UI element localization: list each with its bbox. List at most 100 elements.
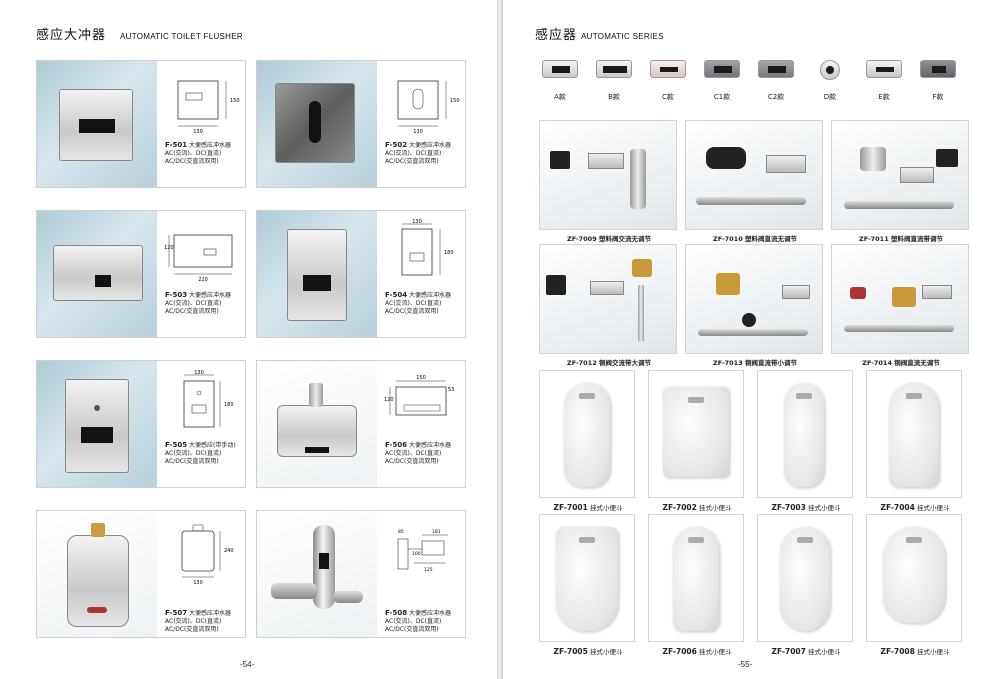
product-photo: [257, 211, 377, 337]
variant-label: B款: [608, 93, 620, 101]
svg-text:53: 53: [448, 387, 454, 393]
kit-desc: 铜阀交流带大调节: [599, 359, 651, 367]
left-page: 感应大冲器 AUTOMATIC TOILET FLUSHER 130 150 F…: [0, 0, 497, 679]
kit-desc: 铜阀直流无调节: [894, 359, 940, 367]
product-code: F-508: [385, 609, 408, 617]
product-card-f504[interactable]: 130 180 F-504 大便感应冲水器 AC(交流)、DC(直流) AC/D…: [256, 210, 466, 338]
product-card-f502[interactable]: 130 150 F-502 大便感应冲水器 AC(交流)、DC(直流) AC/D…: [256, 60, 466, 188]
left-title-zh: 感应大冲器: [36, 28, 107, 43]
variant-b[interactable]: B款: [593, 60, 635, 102]
sensor-plate: [758, 60, 794, 78]
urinal-7004[interactable]: ZF-7004 挂式小便斗: [866, 370, 962, 512]
product-name: 大便感应冲水器: [409, 442, 452, 449]
product-name: 大便感应冲水器: [409, 610, 452, 617]
urinal-code: ZF-7005: [553, 647, 588, 656]
urinal-7003[interactable]: ZF-7003 挂式小便斗: [757, 370, 853, 512]
sensor-plate: [596, 60, 632, 78]
urinal-7001[interactable]: ZF-7001 挂式小便斗: [539, 370, 635, 512]
urinal-desc: 挂式小便斗: [807, 648, 841, 656]
product-spec: AC/DC(交直流双用): [385, 458, 439, 465]
svg-text:100: 100: [412, 551, 421, 557]
product-photo: [37, 61, 157, 187]
svg-text:150: 150: [450, 98, 460, 104]
urinal-photo: [883, 527, 945, 623]
sensor-kit-7012[interactable]: ZF-7012 铜阀交流带大调节: [539, 244, 677, 367]
urinal-7002[interactable]: ZF-7002 挂式小便斗: [648, 370, 744, 512]
variant-c2[interactable]: C2款: [755, 60, 797, 102]
sensor-kit-7013[interactable]: ZF-7013 铜阀直流带小调节: [685, 244, 823, 367]
kit-photo: [686, 245, 822, 353]
urinal-desc: 挂式小便斗: [589, 504, 623, 512]
book-gutter: [497, 0, 503, 679]
product-spec: AC(交流)、DC(直流): [165, 618, 222, 625]
svg-text:220: 220: [198, 277, 208, 283]
product-spec: AC(交流)、DC(直流): [385, 150, 442, 157]
urinal-code: ZF-7006: [662, 647, 697, 656]
product-spec: AC(交流)、DC(直流): [165, 300, 222, 307]
variant-e[interactable]: E款: [863, 60, 905, 102]
sensor-kit-7011[interactable]: ZF-7011 塑料阀直流带调节: [831, 120, 969, 243]
svg-text:130: 130: [413, 129, 423, 135]
variant-a[interactable]: A款: [539, 60, 581, 102]
urinal-photo: [663, 387, 729, 477]
dimension-drawing: 130 240: [181, 524, 234, 585]
urinal-7006[interactable]: ZF-7006 挂式小便斗: [648, 514, 744, 656]
urinal-code: ZF-7002: [662, 503, 697, 512]
product-photo: [257, 511, 377, 637]
variant-c[interactable]: C款: [647, 60, 689, 102]
sensor-variants: A款 B款 C款 C1款 C2款 D款 E款 F款: [539, 60, 969, 112]
variant-label: F款: [932, 93, 944, 101]
left-title-en: AUTOMATIC TOILET FLUSHER: [120, 32, 243, 41]
product-name: 大便感应冲水器: [409, 292, 452, 299]
product-card-f505[interactable]: 130 180 F-505 大便感应(带手动) AC(交流)、DC(直流) AC…: [36, 360, 246, 488]
svg-text:120: 120: [384, 397, 394, 403]
product-spec: AC(交流)、DC(直流): [165, 150, 222, 157]
kit-code: ZF-7010: [712, 235, 743, 243]
product-photo: [37, 361, 157, 487]
kit-photo: [832, 245, 968, 353]
svg-text:130: 130: [194, 370, 204, 376]
product-card-f508[interactable]: 85 181 100 125 F-508 大便感应冲水器 AC(交流)、DC(直…: [256, 510, 466, 638]
right-title-en: AUTOMATIC SERIES: [581, 32, 664, 41]
product-spec: AC/DC(交直流双用): [165, 308, 219, 315]
svg-text:130: 130: [193, 580, 203, 585]
svg-text:181: 181: [432, 529, 441, 535]
product-name: 大便感应冲水器: [189, 292, 232, 299]
right-header: 感应器 AUTOMATIC SERIES: [535, 24, 664, 43]
variant-f[interactable]: F款: [917, 60, 959, 102]
urinal-7007[interactable]: ZF-7007 挂式小便斗: [757, 514, 853, 656]
product-name: 大便感应冲水器: [189, 610, 232, 617]
variant-label: C2款: [767, 93, 785, 101]
sensor-kit-7009[interactable]: ZF-7009 塑料阀交流无调节: [539, 120, 677, 243]
product-spec: AC/DC(交直流双用): [165, 458, 219, 465]
product-card-f507[interactable]: 130 240 F-507 大便感应冲水器 AC(交流)、DC(直流) AC/D…: [36, 510, 246, 638]
left-header: 感应大冲器 AUTOMATIC TOILET FLUSHER: [36, 24, 243, 43]
svg-text:125: 125: [424, 567, 433, 573]
dimension-drawing: 130 180: [183, 370, 234, 428]
product-card-f506[interactable]: 150 120 53 F-506 大便感应冲水器 AC(交流)、DC(直流) A…: [256, 360, 466, 488]
urinal-photo: [780, 527, 830, 631]
sensor-kit-7010[interactable]: ZF-7010 塑料阀直流无调节: [685, 120, 823, 243]
kit-photo: [540, 245, 676, 353]
kit-desc: 铜阀直流带小调节: [745, 359, 797, 367]
kit-code: ZF-7014: [862, 359, 892, 367]
dimension-drawing: 130 150: [397, 80, 460, 135]
svg-text:150: 150: [230, 98, 240, 104]
product-spec: AC/DC(交直流双用): [165, 626, 219, 633]
variant-label: D款: [823, 93, 837, 101]
svg-text:85: 85: [398, 529, 404, 535]
product-spec: AC/DC(交直流双用): [385, 158, 439, 165]
right-page: 感应器 AUTOMATIC SERIES A款 B款 C款 C1款 C2款 D款: [503, 0, 1000, 679]
urinal-7008[interactable]: ZF-7008 挂式小便斗: [866, 514, 962, 656]
sensor-kit-7014[interactable]: ZF-7014 铜阀直流无调节: [831, 244, 969, 367]
product-card-f501[interactable]: 130 150 F-501 大便感应冲水器 AC(交流)、DC(直流) AC/D…: [36, 60, 246, 188]
urinal-desc: 挂式小便斗: [916, 504, 950, 512]
variant-c1[interactable]: C1款: [701, 60, 743, 102]
product-name: 大便感应(带手动): [189, 442, 236, 449]
urinal-code: ZF-7004: [880, 503, 915, 512]
urinal-7005[interactable]: ZF-7005 挂式小便斗: [539, 514, 635, 656]
variant-d[interactable]: D款: [809, 60, 851, 102]
product-card-f503[interactable]: 220 120 F-503 大便感应冲水器 AC(交流)、DC(直流) AC/D…: [36, 210, 246, 338]
variant-label: A款: [554, 93, 566, 101]
urinal-photo: [784, 383, 824, 487]
